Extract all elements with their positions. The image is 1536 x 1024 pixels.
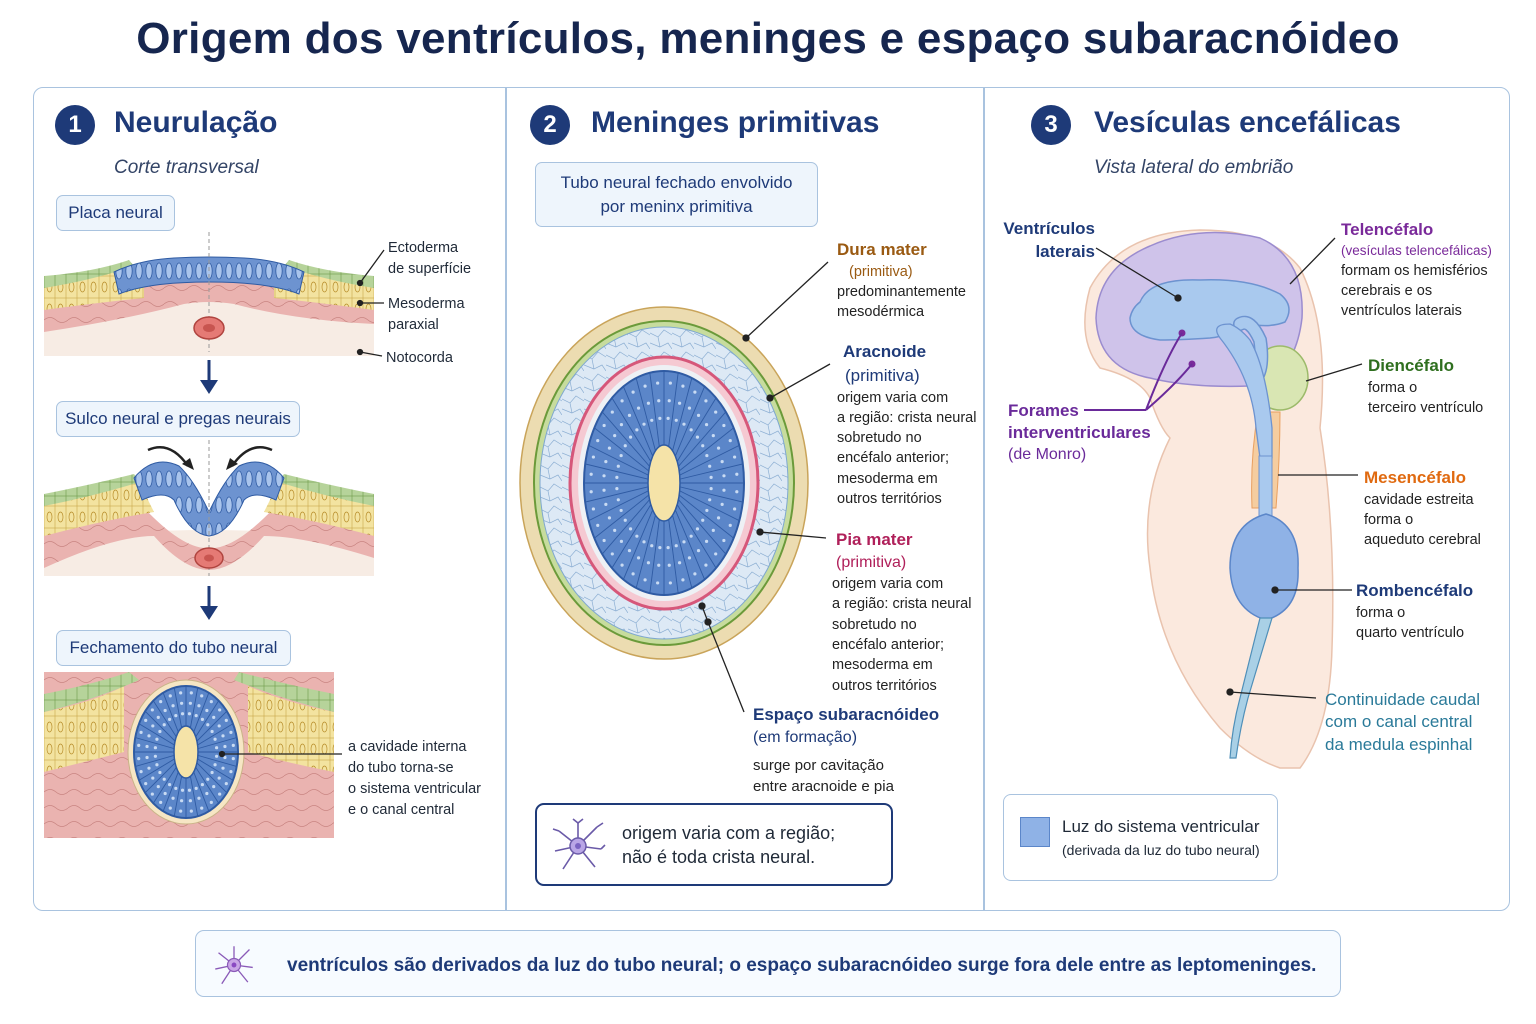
label-tube-cavity: a cavidade interna do tubo torna-se o si… [348, 739, 481, 819]
page-title: Origem dos ventrículos, meninges e espaç… [136, 14, 1400, 63]
neuron-icon [215, 946, 253, 985]
rhombencephalon-title: Rombencéfalo [1356, 581, 1474, 600]
rhombencephalon-label: Rombencéfalo forma o quarto ventrículo [1356, 579, 1473, 643]
arachnoid-title: Aracnoide [843, 342, 927, 361]
curved-arrow-icon [147, 446, 273, 470]
subarachnoid-sub: (em formação) [753, 728, 858, 746]
pia-body: origem varia com a região: crista neural… [832, 576, 972, 694]
footer-text: ventrículos são derivados da luz do tubo… [287, 955, 1317, 976]
panel-2-title: Meninges primitivas [591, 106, 880, 139]
pia-label: Pia mater (primitiva) origem varia com a… [832, 528, 971, 696]
telencephalon-label: Telencéfalo (vesículas telencefálicas) f… [1341, 218, 1492, 322]
pia-title: Pia mater [836, 530, 913, 549]
caudal-continuity-label: Continuidade caudal com o canal central … [1325, 690, 1481, 754]
legend: Luz do sistema ventricular (derivada da … [1003, 794, 1278, 881]
label-mesoderm: Mesoderma paraxial [388, 296, 465, 334]
neural-groove-diagram [44, 440, 374, 576]
foramina-label: Forames interventriculares (de Monro) [1008, 400, 1151, 467]
panel-3-subtitle: Vista lateral do embrião [1094, 157, 1294, 178]
legend-title: Luz do sistema ventricular [1062, 817, 1260, 836]
foramina-title: Forames interventriculares [1008, 401, 1151, 443]
stage-neural-plate: Placa neural [56, 195, 175, 231]
label-notochord: Notocorda [386, 350, 453, 366]
panel-1-title: Neurulação [114, 106, 278, 139]
dura-label: Dura mater (primitiva) predominantemente… [837, 238, 966, 323]
mesencephalon-label: Mesencéfalo cavidade estreita forma o aq… [1364, 466, 1481, 551]
foramina-sub: (de Monro) [1008, 446, 1087, 464]
telencephalon-title: Telencéfalo [1341, 220, 1434, 239]
mesencephalon-title: Mesencéfalo [1364, 468, 1467, 487]
neural-plate-diagram [44, 232, 374, 356]
closed-tube-box: Tubo neural fechado envolvido por meninx… [535, 162, 818, 227]
stage-tube-closure: Fechamento do tubo neural [56, 630, 291, 666]
pia-sub: (primitiva) [836, 553, 907, 571]
arachnoid-sub: (primitiva) [845, 365, 920, 385]
subarachnoid-label: Espaço subaracnóideo (em formação) surge… [753, 703, 939, 797]
panel-1-subtitle: Corte transversal [114, 157, 259, 178]
arrow-down-icon [200, 586, 218, 620]
subarachnoid-body: surge por cavitação entre aracnoide e pi… [753, 757, 894, 796]
telencephalon-sub: (vesículas telencefálicas) [1341, 242, 1492, 258]
neural-tube-diagram [44, 672, 334, 838]
neuron-icon [552, 818, 606, 870]
dura-sub: (primitiva) [849, 263, 913, 280]
panel-3-number: 3 [1031, 105, 1071, 145]
lateral-ventricles-label: Ventrículos laterais [1003, 219, 1095, 261]
footer-summary: ventrículos são derivados da luz do tubo… [195, 930, 1341, 997]
panel-3-title: Vesículas encefálicas [1094, 106, 1401, 139]
panel-2-number: 2 [530, 105, 570, 145]
stage-neural-groove: Sulco neural e pregas neurais [56, 401, 300, 437]
arrow-down-icon [200, 360, 218, 394]
panel-1-number: 1 [55, 105, 95, 145]
diencephalon-label: Diencéfalo forma o terceiro ventrículo [1368, 354, 1483, 418]
legend-swatch [1020, 817, 1050, 847]
meninges-diagram [519, 306, 809, 660]
arachnoid-label: Aracnoide (primitiva) origem varia com a… [837, 340, 976, 509]
mesencephalon-body: cavidade estreita forma o aqueduto cereb… [1364, 491, 1481, 549]
origin-note: origem varia com a região; não é toda cr… [535, 803, 893, 886]
subarachnoid-title: Espaço subaracnóideo [753, 705, 940, 724]
diencephalon-title: Diencéfalo [1368, 356, 1454, 375]
dura-body: predominantemente mesodérmica [837, 284, 966, 321]
origin-note-text: origem varia com a região; não é toda cr… [622, 823, 836, 868]
legend-sub: (derivada da luz do tubo neural) [1062, 842, 1260, 858]
embryo-diagram [1084, 229, 1334, 769]
diencephalon-body: forma o terceiro ventrículo [1368, 379, 1484, 417]
telencephalon-body: formam os hemisférios cerebrais e os ven… [1341, 262, 1488, 320]
dura-title: Dura mater [837, 240, 927, 259]
divider-2 [983, 88, 985, 910]
divider-1 [505, 88, 507, 910]
label-ectoderm: Ectoderma de superfície [388, 240, 472, 278]
rhombencephalon-body: forma o quarto ventrículo [1356, 604, 1465, 642]
arachnoid-body: origem varia com a região: crista neural… [837, 389, 977, 508]
